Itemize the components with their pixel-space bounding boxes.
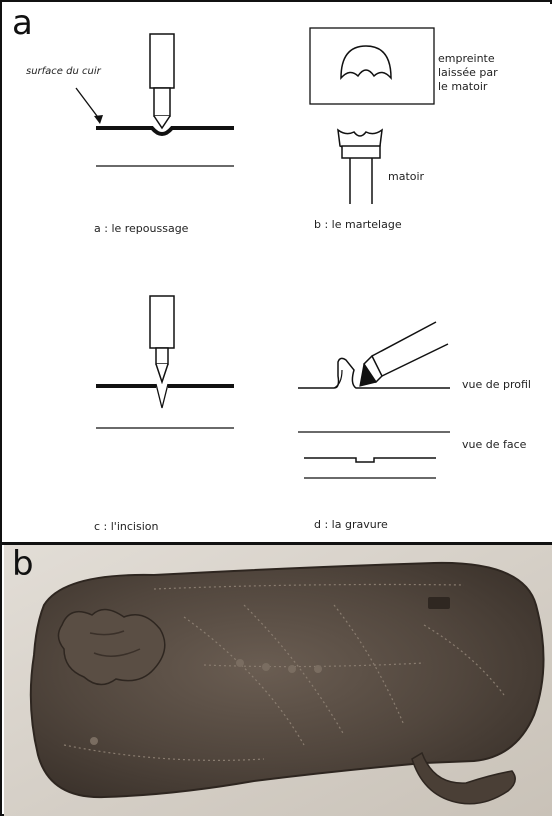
stamp-circle: [90, 737, 98, 745]
surface-pointer-line: [76, 88, 100, 120]
panel-b-letter: b: [12, 547, 34, 581]
repoussage-tool-neck: [154, 88, 170, 116]
stamp-circle: [262, 663, 270, 671]
repoussage-tool-tip: [154, 116, 170, 128]
repoussage-diagram: [76, 34, 234, 166]
caption-martelage: b : le martelage: [314, 218, 402, 231]
gravure-tool-lower: [382, 344, 448, 376]
matoir-label: matoir: [388, 170, 424, 183]
panel-b-sandal-photo: b: [4, 545, 552, 816]
repoussage-tool-shaft: [150, 34, 174, 88]
surface-pointer-arrowhead: [94, 115, 103, 124]
gravure-tool-upper: [372, 322, 436, 356]
incision-cut: [156, 384, 168, 408]
incision-tool-blade: [156, 364, 168, 382]
caption-incision: c : l'incision: [94, 520, 158, 533]
surface-label: surface du cuir: [26, 66, 101, 77]
incision-tool-neck: [156, 348, 168, 364]
caption-gravure: d : la gravure: [314, 518, 388, 531]
face-view-label: vue de face: [462, 438, 526, 451]
matoir-collar: [342, 146, 380, 158]
incision-tool-shaft: [150, 296, 174, 348]
panel-a-letter: a: [12, 6, 33, 40]
empreinte-label-3: le matoir: [438, 80, 487, 93]
empreinte-label-2: laissée par: [438, 66, 498, 79]
profile-view-label: vue de profil: [462, 378, 531, 391]
incision-diagram: [96, 296, 234, 428]
caption-repoussage: a : le repoussage: [94, 222, 188, 235]
stamp-circle: [314, 665, 322, 673]
empreinte-label-1: empreinte: [438, 52, 495, 65]
gravure-face-top: [304, 458, 436, 462]
stamp-circle: [236, 659, 244, 667]
gravure-diagram: [298, 322, 450, 478]
stamp-circle: [288, 665, 296, 673]
panel-a-diagrams: a surface du cuir empreinte laissée par …: [4, 4, 552, 542]
repoussage-leather-surface: [96, 128, 234, 134]
sandal-sole-illustration: [4, 545, 552, 816]
strap-slot: [428, 597, 450, 609]
